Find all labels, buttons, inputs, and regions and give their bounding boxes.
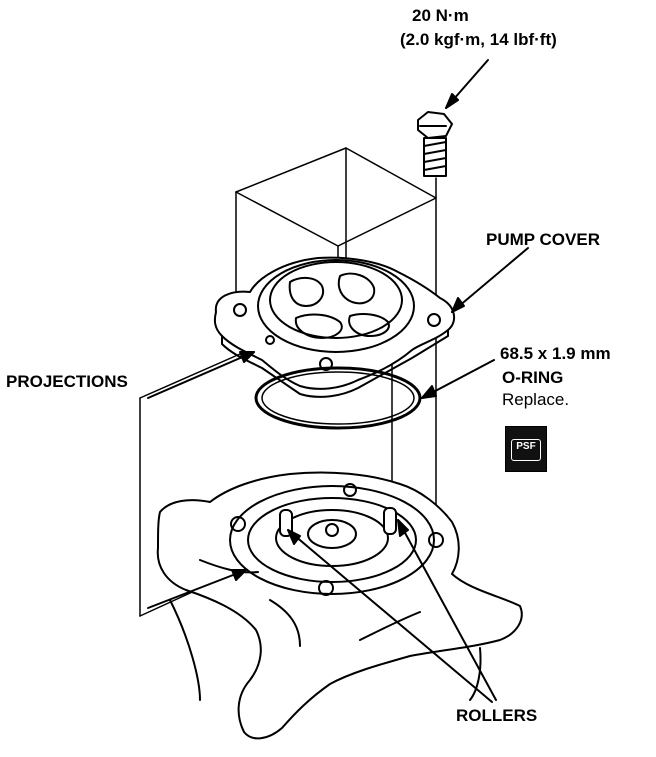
leader-rollers — [287, 519, 497, 703]
psf-fluid-icon: PSF — [505, 426, 547, 472]
alignment-box — [139, 147, 437, 617]
psf-badge-text: PSF — [516, 441, 536, 452]
pump-cover-label: PUMP COVER — [486, 230, 600, 249]
leader-pump-cover — [451, 247, 529, 313]
replace-note: Replace. — [502, 390, 570, 409]
leader-torque — [445, 59, 489, 109]
torque-spec-conversion: (2.0 kgf·m, 14 lbf·ft) — [400, 30, 557, 49]
leader-o-ring — [421, 359, 495, 399]
o-ring-size-label: 68.5 x 1.9 mm — [500, 344, 611, 363]
o-ring-label: O-RING — [502, 368, 564, 387]
o-ring — [254, 366, 422, 430]
rollers-label: ROLLERS — [456, 706, 538, 725]
bolt — [417, 111, 453, 177]
pump-housing — [156, 471, 523, 740]
pump-cover — [213, 256, 456, 398]
torque-spec-value: 20 N·m — [412, 6, 469, 25]
leader-projections — [147, 351, 255, 609]
projections-label: PROJECTIONS — [6, 372, 128, 391]
